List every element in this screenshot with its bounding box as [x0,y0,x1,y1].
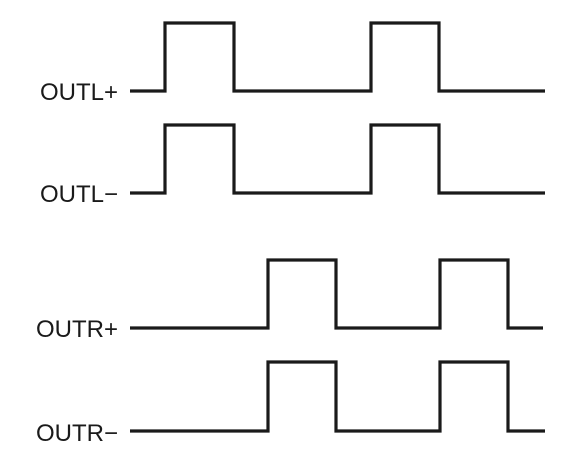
waveform-outl-plus [130,21,545,93]
signal-outl-minus: OUTL− [40,123,545,208]
signal-outl-plus: OUTL+ [40,21,545,106]
waveform-outr-minus [130,360,545,433]
signal-outr-minus: OUTR− [36,360,545,447]
signal-label-outr-minus: OUTR− [36,420,118,447]
waveform-outl-minus [130,123,545,195]
signal-label-outr-plus: OUTR+ [36,316,118,343]
signal-label-outl-plus: OUTL+ [40,79,118,106]
waveform-outr-plus [130,258,543,330]
signal-label-outl-minus: OUTL− [40,181,118,208]
signal-outr-plus: OUTR+ [36,258,543,343]
